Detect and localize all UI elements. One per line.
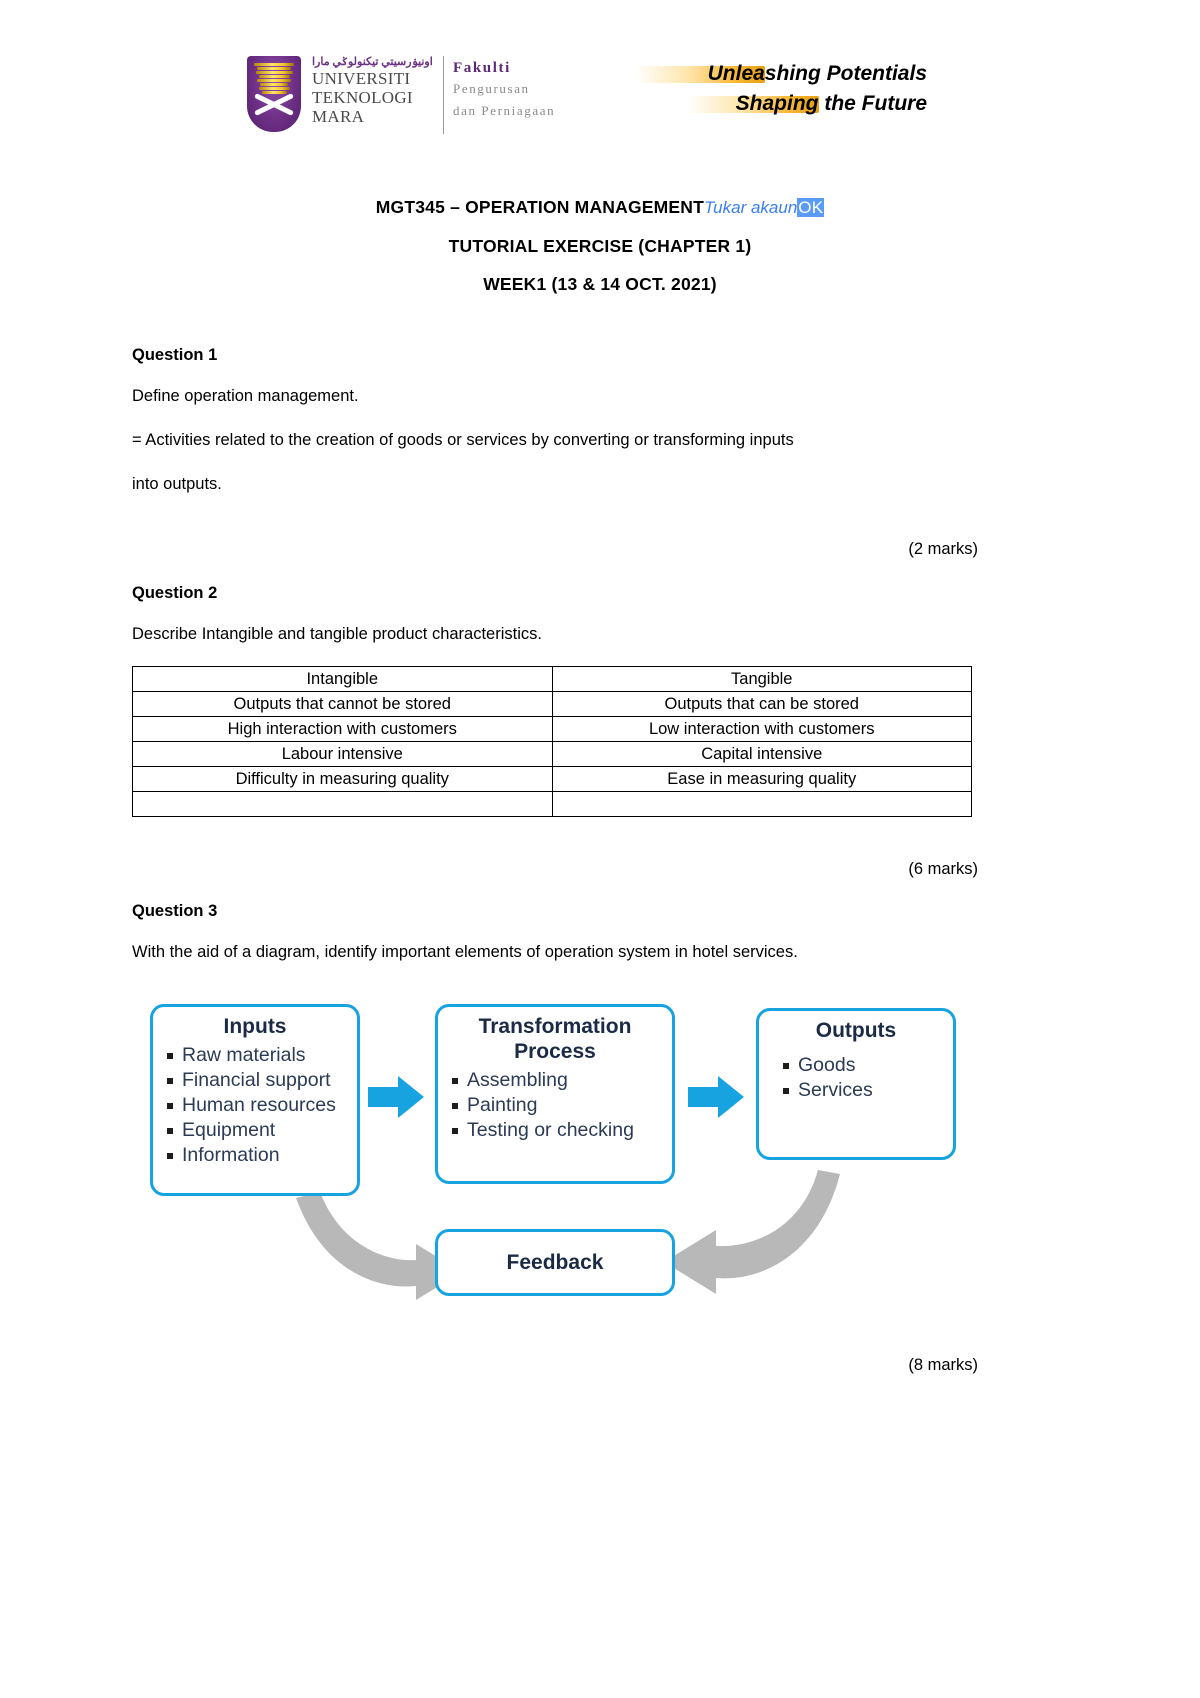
list-item: Assembling	[452, 1068, 672, 1093]
document-title-line-3: WEEK1 (13 & 14 OCT. 2021)	[483, 274, 717, 294]
faculty-wordmark: Fakulti Pengurusan dan Perniagaan	[453, 52, 593, 122]
list-item: Financial support	[167, 1068, 357, 1093]
crest-tiers-shape	[253, 62, 295, 95]
inputs-title: Inputs	[223, 1015, 287, 1038]
flow-arrow-inputs-to-process-icon	[368, 1076, 424, 1118]
question-1-answer-line-1: = Activities related to the creation of …	[132, 431, 794, 449]
university-line-2: TEKNOLOGI	[312, 88, 413, 107]
diagram-box-feedback: Feedback	[435, 1229, 675, 1296]
document-body: Question 1 Define operation management. …	[132, 345, 978, 1375]
list-item: Testing or checking	[452, 1118, 672, 1143]
table-cell-intangible-3: Labour intensive	[132, 741, 553, 767]
transformation-title-line-2: Process	[514, 1040, 596, 1063]
jawi-script-text: اونيۏرسيتي تيکنولوݢي مارا	[312, 56, 433, 68]
inputs-list: Raw materials Financial support Human re…	[153, 1043, 357, 1168]
question-2-prompt: Describe Intangible and tangible product…	[132, 625, 542, 643]
feedback-arrow-right-icon	[664, 1170, 840, 1294]
diagram-box-transformation-process: Transformation Process Assembling Painti…	[435, 1004, 675, 1184]
characteristics-table: Intangible Tangible Outputs that cannot …	[132, 666, 972, 817]
transformation-list: Assembling Painting Testing or checking	[438, 1068, 672, 1143]
outputs-list: Goods Services	[759, 1053, 953, 1103]
table-cell-intangible-4: Difficulty in measuring quality	[132, 766, 553, 792]
feedback-title: Feedback	[506, 1251, 604, 1274]
question-1-answer-line-2: into outputs.	[132, 475, 222, 493]
uitm-crest-icon	[243, 54, 305, 136]
flow-arrow-process-to-outputs-icon	[688, 1076, 744, 1118]
university-line-3: MARA	[312, 107, 365, 126]
question-3-heading: Question 3	[132, 902, 218, 920]
table-cell-tangible-5	[551, 791, 972, 817]
list-item: Services	[783, 1078, 953, 1103]
feedback-arrow-left-icon	[296, 1192, 462, 1300]
document-title-block: MGT345 – OPERATION MANAGEMENTTukar akaun…	[0, 188, 1200, 303]
diagram-box-inputs: Inputs Raw materials Financial support H…	[150, 1004, 360, 1196]
list-item: Information	[167, 1143, 357, 1168]
gold-swoosh-shape-2	[687, 96, 819, 113]
list-item: Human resources	[167, 1093, 357, 1118]
uitm-logo: اونيۏرسيتي تيکنولوݢي مارا UNIVERSITI TEK…	[243, 52, 434, 138]
document-title-line-1: MGT345 – OPERATION MANAGEMENTTukar akaun…	[0, 188, 1200, 227]
table-cell-tangible-3: Capital intensive	[551, 741, 972, 767]
question-2-heading: Question 2	[132, 584, 218, 602]
question-1-marks: (2 marks)	[908, 540, 978, 558]
tagline-block: Unleashing Potentials Shaping the Future	[597, 52, 927, 120]
faculty-title: Fakulti	[453, 60, 511, 76]
table-header-row: Intangible Tangible	[132, 666, 972, 692]
document-title-line-2: TUTORIAL EXERCISE (CHAPTER 1)	[448, 236, 752, 256]
tagline-row-1: Unleashing Potentials	[597, 60, 927, 90]
table-row: Difficulty in measuring quality Ease in …	[132, 766, 972, 792]
diagram-box-outputs: Outputs Goods Services	[756, 1008, 956, 1160]
table-row: Labour intensive Capital intensive	[132, 741, 972, 767]
table-cell-tangible-4: Ease in measuring quality	[551, 766, 972, 792]
table-cell-intangible-1: Outputs that cannot be stored	[132, 691, 553, 717]
ok-annotation-badge[interactable]: OK	[797, 198, 825, 217]
tagline-row-2: Shaping the Future	[597, 90, 927, 120]
faculty-line-1: Pengurusan	[453, 81, 530, 96]
question-2-marks: (6 marks)	[908, 860, 978, 878]
list-item: Raw materials	[167, 1043, 357, 1068]
question-1-prompt: Define operation management.	[132, 387, 359, 405]
table-row-empty	[132, 791, 972, 817]
list-item: Equipment	[167, 1118, 357, 1143]
course-title-text: MGT345 – OPERATION MANAGEMENT	[375, 197, 705, 217]
university-wordmark: اونيۏرسيتي تيکنولوݢي مارا UNIVERSITI TEK…	[312, 52, 434, 126]
list-item: Painting	[452, 1093, 672, 1118]
table-header-intangible: Intangible	[132, 666, 553, 692]
logo-divider	[443, 56, 444, 134]
table-cell-intangible-5	[132, 791, 553, 817]
table-row: High interaction with customers Low inte…	[132, 716, 972, 742]
operation-system-diagram: Inputs Raw materials Financial support H…	[132, 996, 978, 1326]
transformation-title-line-1: Transformation	[478, 1015, 632, 1038]
faculty-line-2: dan Perniagaan	[453, 103, 556, 118]
university-line-1: UNIVERSITI	[312, 69, 411, 88]
question-3-marks: (8 marks)	[908, 1356, 978, 1374]
table-header-tangible: Tangible	[551, 666, 972, 692]
table-row: Outputs that cannot be stored Outputs th…	[132, 691, 972, 717]
outputs-title: Outputs	[815, 1019, 897, 1042]
table-body: Intangible Tangible Outputs that cannot …	[132, 666, 972, 817]
tagline-text-2: Shaping the Future	[735, 92, 927, 115]
question-1-heading: Question 1	[132, 346, 218, 364]
table-cell-intangible-2: High interaction with customers	[132, 716, 553, 742]
table-cell-tangible-2: Low interaction with customers	[551, 716, 972, 742]
switch-account-annotation[interactable]: Tukar akaun	[704, 198, 798, 217]
page-header: اونيۏرسيتي تيکنولوݢي مارا UNIVERSITI TEK…	[243, 52, 927, 148]
table-cell-tangible-1: Outputs that can be stored	[551, 691, 972, 717]
crest-kris-icon	[251, 98, 297, 128]
list-item: Goods	[783, 1053, 953, 1078]
tagline-text-1: Unleashing Potentials	[707, 62, 927, 85]
question-3-prompt: With the aid of a diagram, identify impo…	[132, 943, 798, 961]
gold-swoosh-shape-1	[635, 66, 765, 83]
